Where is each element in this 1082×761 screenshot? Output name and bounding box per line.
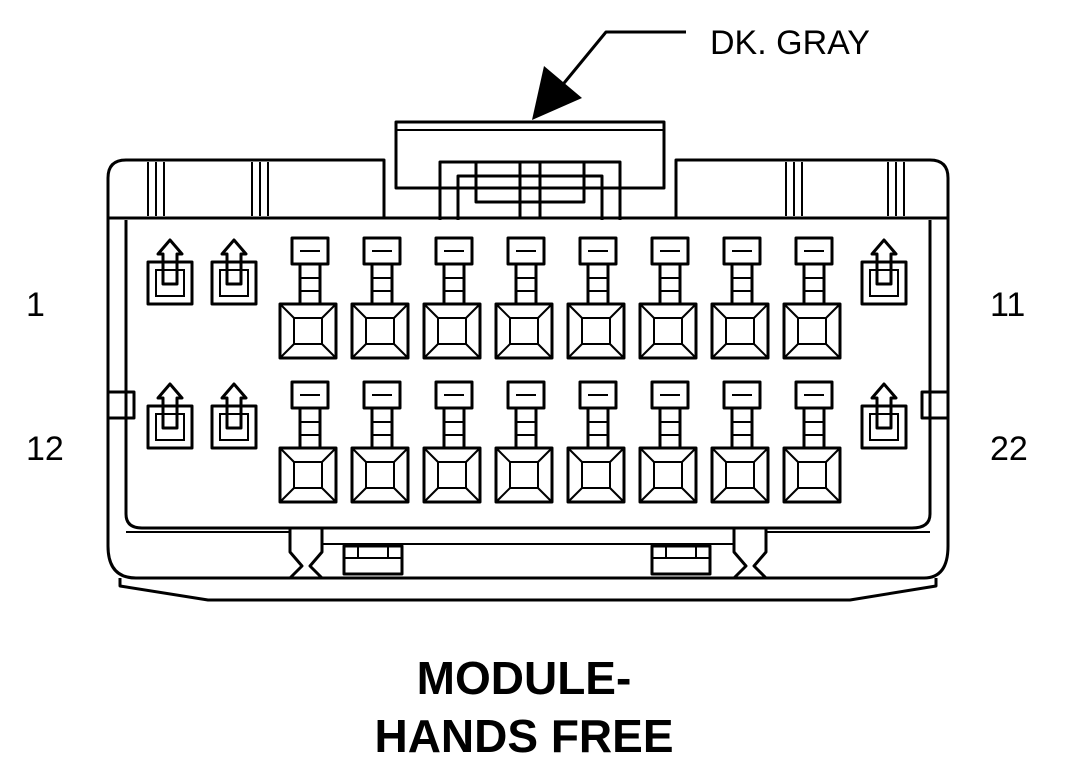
color-callout-leader bbox=[532, 30, 686, 120]
cavity-17 bbox=[494, 380, 554, 504]
cavity-7 bbox=[566, 236, 626, 360]
cavity-13 bbox=[210, 382, 258, 450]
cavity-8 bbox=[638, 236, 698, 360]
cavity-21 bbox=[782, 380, 842, 504]
cavity-20 bbox=[710, 380, 770, 504]
cavity-15 bbox=[350, 380, 410, 504]
connector-title-line1: MODULE- bbox=[417, 652, 632, 704]
cavity-11 bbox=[860, 238, 908, 306]
cavity-12 bbox=[146, 382, 194, 450]
callout-arrowhead bbox=[532, 66, 582, 120]
connector-title-line2: HANDS FREE bbox=[374, 710, 673, 761]
cavity-19 bbox=[638, 380, 698, 504]
connector-housing bbox=[106, 158, 950, 602]
cavity-2 bbox=[210, 238, 258, 306]
pin-label-1: 1 bbox=[26, 286, 45, 324]
cavity-3 bbox=[278, 236, 338, 360]
cavity-5 bbox=[422, 236, 482, 360]
cavity-6 bbox=[494, 236, 554, 360]
terminal-cavities bbox=[146, 236, 908, 504]
color-callout-label: DK. GRAY bbox=[710, 24, 870, 62]
cavity-10 bbox=[782, 236, 842, 360]
cavity-9 bbox=[710, 236, 770, 360]
pin-label-12: 12 bbox=[26, 430, 64, 468]
cavity-14 bbox=[278, 380, 338, 504]
connector-latch bbox=[394, 120, 666, 220]
pin-label-11: 11 bbox=[990, 286, 1025, 324]
cavity-22 bbox=[860, 382, 908, 450]
pin-label-22: 22 bbox=[990, 430, 1028, 468]
cavity-16 bbox=[422, 380, 482, 504]
cavity-18 bbox=[566, 380, 626, 504]
cavity-1 bbox=[146, 238, 194, 306]
cavity-4 bbox=[350, 236, 410, 360]
